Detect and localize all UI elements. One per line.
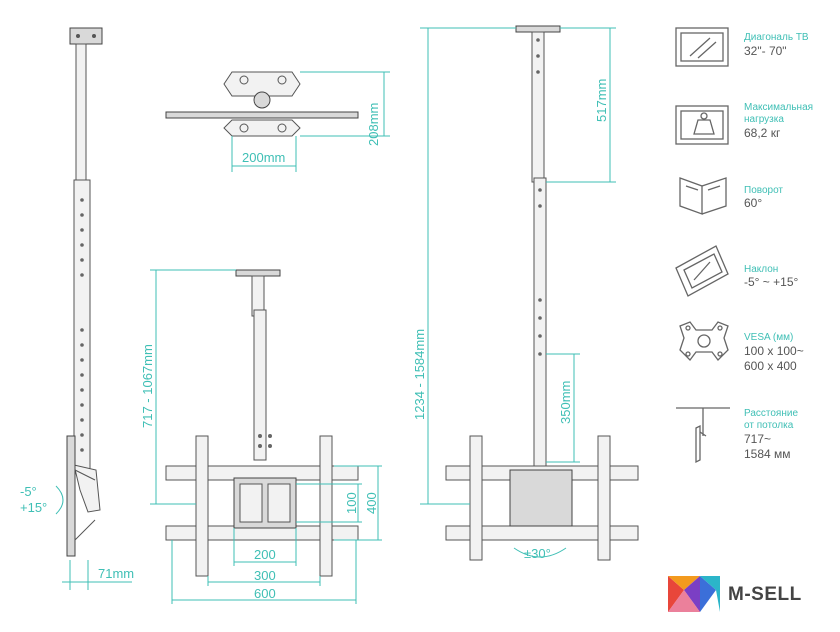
tall-height-label: 1234 - 1584mm	[412, 329, 427, 420]
spec-value-4b: 600 x 400	[744, 359, 797, 373]
spec-title-3: Наклон	[744, 264, 778, 275]
spec-value-0: 32"- 70"	[744, 44, 787, 58]
lower-pole-tall	[533, 177, 547, 479]
pole-section-label: 350mm	[558, 381, 573, 424]
short-height-label: 717 - 1067mm	[140, 344, 155, 428]
spec-title-1a: Максимальная	[744, 102, 813, 113]
tilt-icon	[675, 245, 729, 297]
tilt-bracket-side	[73, 464, 101, 513]
right-vertical-arm	[319, 435, 333, 577]
vesa-200-label: 200	[254, 547, 276, 562]
spec-value-4a: 100 x 100~	[744, 344, 804, 358]
lower-pole-side	[73, 179, 91, 471]
tall-height-dim	[420, 27, 516, 505]
front-view-tall	[445, 25, 639, 561]
spec-value-1: 68,2 кг	[744, 126, 781, 140]
spec-value-2: 60°	[744, 196, 762, 210]
lower-bracket-plate	[223, 119, 301, 137]
top-section-dim	[546, 27, 616, 183]
vesa-icon	[679, 321, 729, 361]
pole-front	[253, 309, 267, 461]
plate-height-label: 208mm	[366, 103, 381, 146]
spec-title-1b: нагрузка	[744, 114, 784, 125]
tilt-plus-label: +15°	[20, 500, 47, 515]
vesa-300-label: 300	[254, 568, 276, 583]
side-view	[66, 27, 103, 557]
tilt-minus-label: -5°	[20, 484, 37, 499]
ceiling-plate-top	[165, 111, 359, 119]
vesa-100-label: 100	[344, 492, 359, 514]
right-arm-tall	[597, 435, 611, 561]
top-plate-view	[165, 71, 359, 137]
pivot-joint	[253, 91, 271, 109]
pole-section-dim	[546, 353, 580, 463]
spec-title-4: VESA (мм)	[744, 332, 793, 343]
brand-name: M-SELL	[728, 584, 802, 605]
top-section-label: 517mm	[594, 79, 609, 122]
upper-bracket-plate	[223, 71, 301, 97]
spec-value-3: -5° ~ +15°	[744, 275, 799, 289]
rotation-icon	[679, 177, 727, 215]
center-plate-tall	[509, 469, 573, 527]
tv-diagonal-icon	[675, 27, 729, 67]
left-vertical-arm	[195, 435, 209, 577]
vesa-horizontal-dims	[171, 528, 357, 604]
upper-pole-side	[75, 43, 87, 185]
offset-dim-line	[62, 560, 132, 590]
spec-title-2: Поворот	[744, 185, 783, 196]
ceiling-plate-side	[69, 27, 103, 45]
plate-width-dim	[231, 136, 297, 172]
spec-value-5b: 1584 мм	[744, 447, 791, 461]
vesa-vertical-dims	[296, 465, 382, 541]
rotation-arc	[513, 547, 567, 558]
spec-title-0: Диагональ ТВ	[744, 32, 809, 43]
max-load-icon	[675, 105, 729, 145]
rotation-label: ±30°	[524, 546, 551, 561]
front-view-short	[165, 269, 359, 577]
offset-label: 71mm	[98, 566, 134, 581]
tilt-arc	[55, 485, 64, 515]
spec-title-5a: Расстояние	[744, 408, 798, 419]
plate-height-dim	[300, 71, 390, 137]
ceiling-plate-front	[235, 269, 281, 277]
short-height-dim	[150, 269, 236, 505]
spec-list: Диагональ ТВ 32"- 70" Максимальная нагру…	[675, 27, 813, 464]
brand-logo	[668, 576, 720, 612]
vesa-400-label: 400	[364, 492, 379, 514]
spec-value-5a: 717~	[744, 432, 771, 446]
tv-panel-side	[66, 435, 76, 557]
plate-width-label: 200mm	[242, 150, 285, 165]
vesa-600-label: 600	[254, 586, 276, 601]
left-arm-tall	[469, 435, 483, 561]
spec-title-5b: от потолка	[744, 420, 794, 431]
ceiling-plate-tall	[515, 25, 561, 33]
ceiling-distance-icon	[676, 407, 730, 464]
